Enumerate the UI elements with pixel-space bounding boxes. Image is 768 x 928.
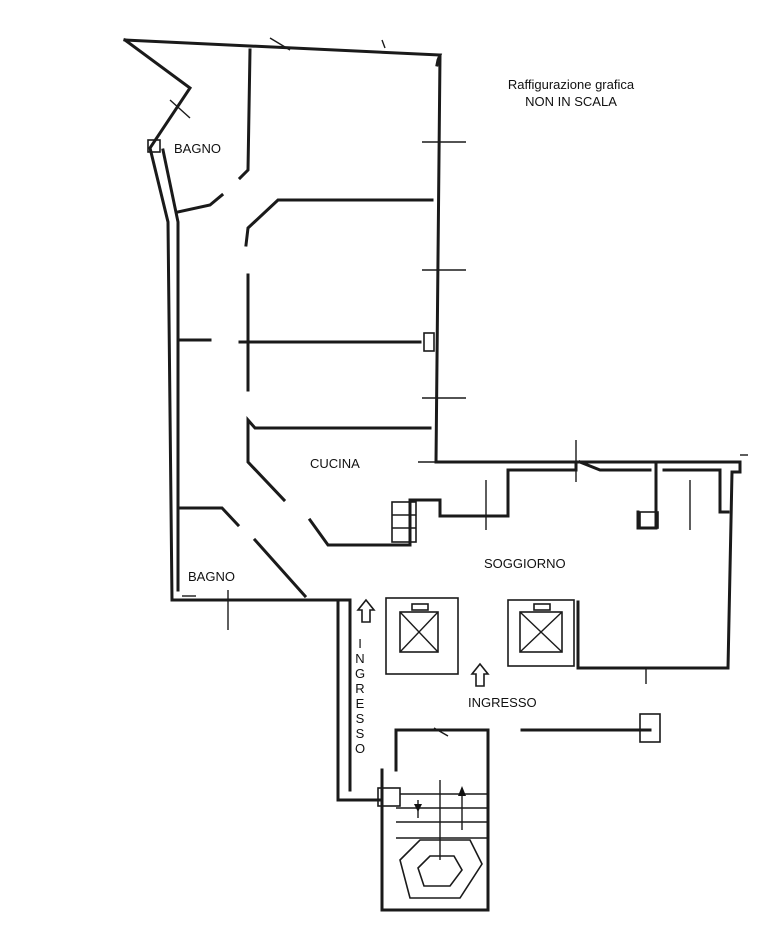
room-label-bagno-top: BAGNO	[174, 141, 221, 156]
ingresso-letter: E	[355, 696, 365, 711]
room-label-bagno-bottom: BAGNO	[188, 569, 235, 584]
room-label-ingresso-vertical: I N G R E S S O	[353, 636, 367, 756]
ingresso-letter: S	[355, 726, 365, 741]
scale-note-line1: Raffigurazione grafica	[507, 77, 635, 92]
scale-note: Raffigurazione grafica NON IN SCALA	[496, 76, 646, 110]
corridor-walls	[433, 713, 661, 743]
stairwell	[377, 780, 488, 899]
entry-arrow-left	[356, 598, 376, 623]
ingresso-letter: R	[355, 681, 365, 696]
interior-walls	[176, 48, 730, 602]
ingresso-letter: O	[354, 741, 366, 756]
room-label-ingresso: INGRESSO	[468, 695, 537, 710]
room-label-soggiorno: SOGGIORNO	[484, 556, 566, 571]
room-label-cucina: CUCINA	[310, 456, 360, 471]
ingresso-letter: I	[358, 636, 362, 651]
ingresso-letter: G	[354, 666, 366, 681]
ingresso-letter: S	[355, 711, 365, 726]
outer-walls	[122, 37, 742, 912]
elevator-left	[385, 597, 459, 675]
scale-note-line2: NON IN SCALA	[525, 94, 617, 109]
ingresso-letter: N	[355, 651, 365, 666]
wall-ticks	[169, 37, 748, 684]
elevator-right	[507, 599, 575, 667]
entry-arrow-right	[470, 662, 490, 687]
fixtures	[147, 139, 659, 543]
